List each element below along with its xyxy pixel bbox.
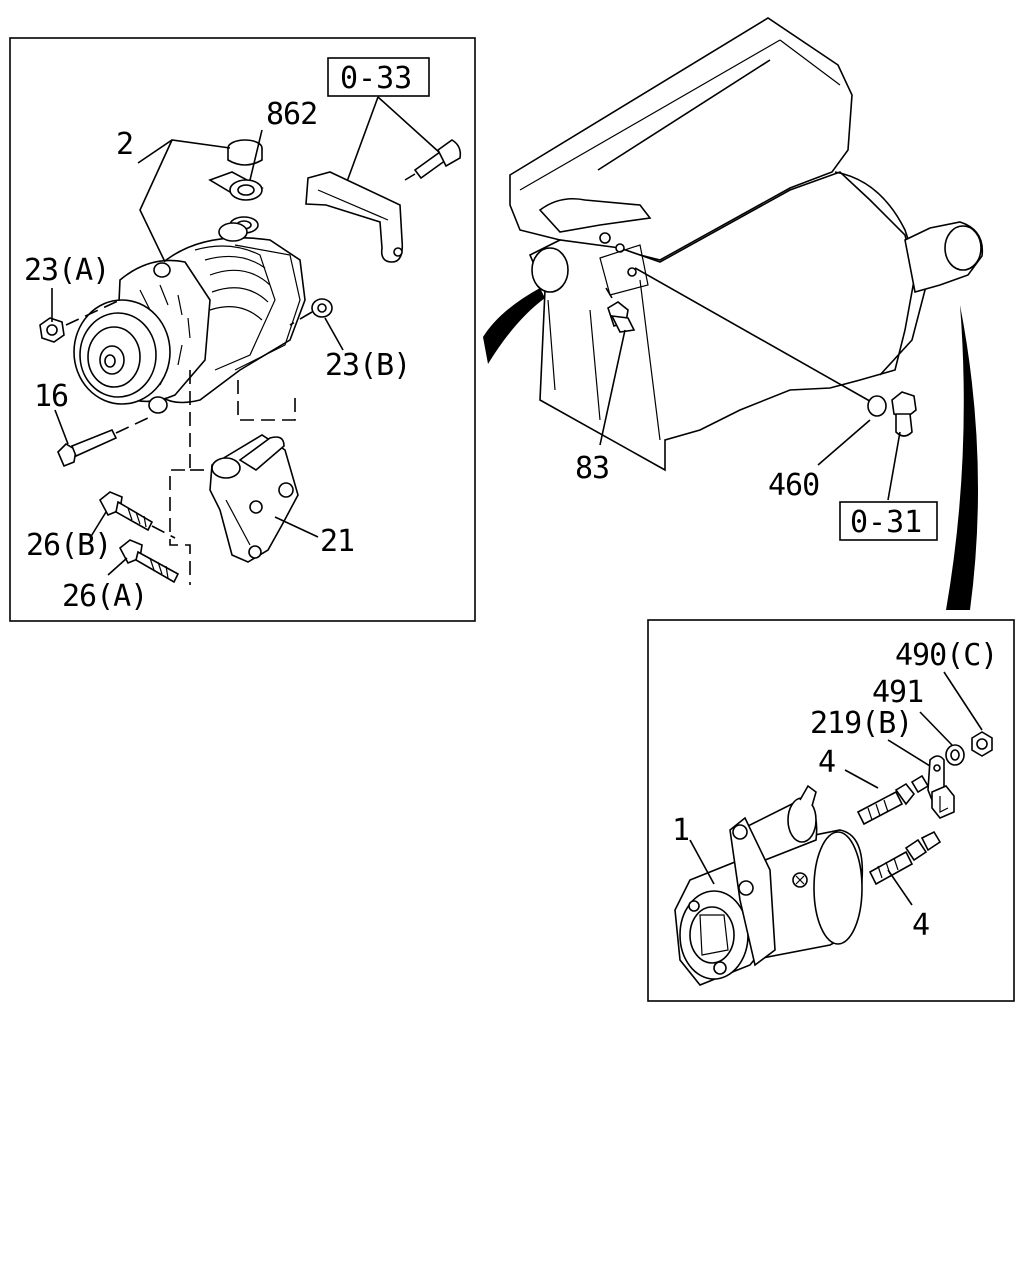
- label-4-bottom: 4: [912, 908, 929, 943]
- label-26a: 26(A): [62, 579, 147, 614]
- lower-bracket-21: [209, 434, 299, 563]
- intake-port: [538, 197, 652, 233]
- bolt-83: [605, 287, 636, 333]
- upper-bracket: [305, 171, 404, 263]
- assembly-line-left: [169, 370, 191, 585]
- starter-motor: [674, 784, 864, 986]
- label-4-top: 4: [818, 745, 835, 780]
- bolt-16: [57, 417, 149, 468]
- bolt-26a: [118, 539, 180, 584]
- leader-0-31: [887, 431, 901, 501]
- label-83: 83: [575, 451, 609, 486]
- ref-box-0-33-label: 0-33: [340, 61, 412, 96]
- ref-box-0-33: [327, 57, 430, 97]
- ref-box-0-31-label: 0-31: [850, 505, 922, 540]
- nut-23b: [289, 298, 333, 326]
- arrow-to-alternator: [483, 288, 545, 364]
- arrow-to-starter: [946, 305, 978, 610]
- leader-0-33-bolt: [377, 96, 441, 154]
- bracket-bolt: [404, 139, 462, 181]
- label-26b: 26(B): [26, 528, 111, 563]
- starter-panel: 490(C) 491 219(B) 4 1 4: [647, 619, 1015, 1002]
- label-219b: 219(B): [810, 706, 912, 741]
- terminal-219b: [927, 755, 955, 819]
- label-490c: 490(C): [895, 638, 997, 673]
- label-2: 2: [116, 127, 133, 162]
- starter-panel-frame: [647, 619, 1015, 1002]
- plug-0-31: [891, 391, 917, 437]
- label-21: 21: [320, 524, 354, 559]
- assembly-line-right: [237, 380, 296, 421]
- bolt-26b: [98, 491, 176, 539]
- leader-83: [599, 329, 626, 446]
- assembly-line-460: [634, 267, 876, 405]
- alternator-panel: 0-33: [9, 37, 476, 622]
- nut-490c: [971, 731, 993, 757]
- leader-0-33-bracket: [344, 96, 379, 188]
- label-23a: 23(A): [24, 253, 109, 288]
- cylinder-head: [509, 17, 853, 261]
- collar-862: [208, 171, 264, 201]
- washer-460: [867, 395, 887, 417]
- label-460: 460: [768, 468, 819, 503]
- leader-460: [817, 419, 871, 466]
- label-16: 16: [34, 379, 68, 414]
- engine-block: 0-31 83 460: [509, 17, 984, 541]
- label-1: 1: [672, 813, 689, 848]
- front-cover-boss: [531, 247, 569, 293]
- engine-block-body: [528, 171, 916, 472]
- stud-bolt-4-top: [856, 774, 930, 826]
- label-862: 862: [266, 97, 317, 132]
- alternator-panel-frame: [9, 37, 476, 622]
- alternator: [73, 222, 306, 414]
- label-23b: 23(B): [325, 348, 410, 383]
- label-491: 491: [872, 675, 923, 710]
- ref-box-0-31: [839, 501, 938, 541]
- stud-bolt-4-bottom: [868, 830, 942, 886]
- nut-23a: [39, 299, 121, 343]
